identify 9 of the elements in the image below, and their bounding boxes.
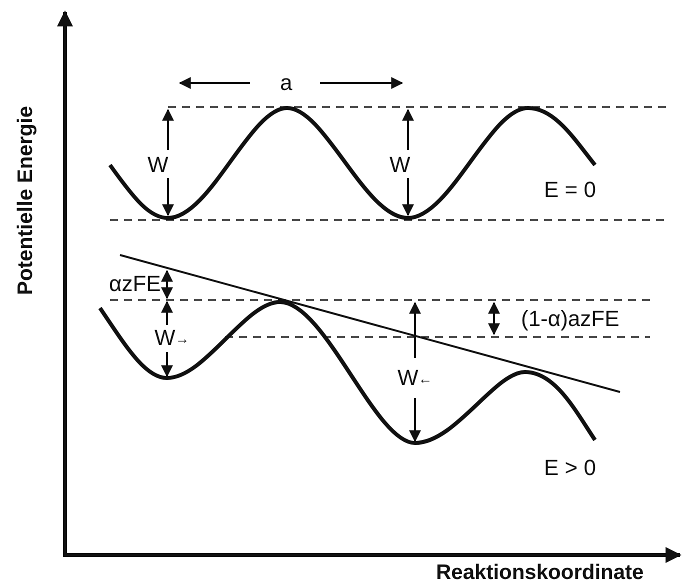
dimension-label: W	[390, 154, 410, 176]
dimension-label: αzFE	[109, 273, 161, 295]
axis-title: Reaktionskoordinate	[436, 562, 644, 582]
axis-title: Potentielle Energie	[14, 105, 36, 295]
dimension-label: a	[280, 72, 292, 94]
condition-label: E = 0	[544, 179, 596, 201]
dimension-label: (1-α)azFE	[521, 308, 620, 330]
dimension-label: W	[148, 154, 168, 176]
condition-label: E > 0	[544, 457, 596, 479]
